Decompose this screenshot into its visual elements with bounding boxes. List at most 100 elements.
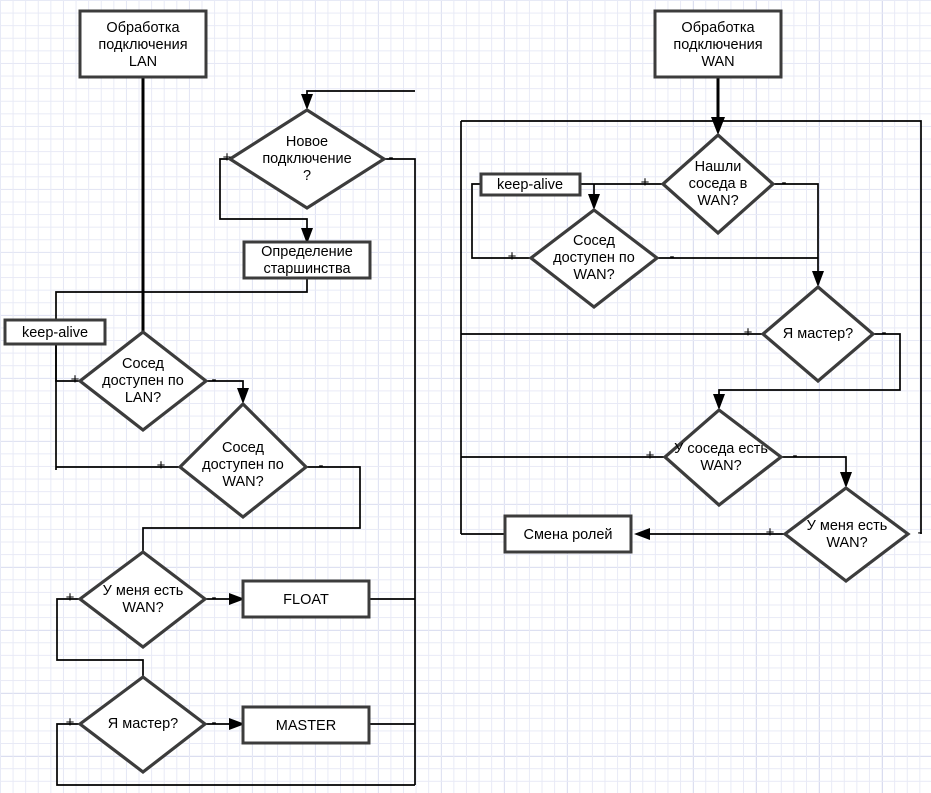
edge-am-master-yes [56, 723, 415, 786]
edge-wan-outer-rail-right [461, 120, 922, 534]
wan-edges [460, 77, 922, 540]
lan-am-master-diamond[interactable] [77, 674, 208, 775]
lan-have-wan-line1: У меня есть [103, 583, 184, 599]
wan-shapes: Обработка подключения WAN Нашли соседа в… [479, 9, 923, 584]
lan-am-master-yes-label: + [66, 714, 75, 731]
edge-new-connection-yes [219, 158, 308, 234]
wan-keepalive-box[interactable] [479, 172, 582, 197]
wan-found-neighbor-line2: соседа в [689, 176, 748, 192]
lan-neighbor-wan-line3: WAN? [222, 474, 263, 490]
wan-neighbor-has-wan-no-label: - [793, 447, 798, 464]
wan-am-master-yes-label: + [744, 324, 753, 341]
lan-neighbor-wan-diamond[interactable] [177, 401, 309, 520]
wan-i-have-wan-line1: У меня есть [807, 518, 888, 534]
arrowhead-new-connection-top [301, 94, 313, 110]
lan-shapes: Обработка подключения LAN Новое подключе… [3, 9, 394, 775]
wan-keepalive-label: keep-alive [497, 177, 563, 193]
wan-neighbor-wan-no-label: - [670, 248, 675, 265]
arrowhead-master [229, 718, 245, 730]
lan-seniority-line2: старшинства [263, 261, 351, 277]
edge-found-neighbor-no [773, 183, 819, 276]
wan-found-neighbor-diamond[interactable] [660, 132, 776, 236]
arrowhead-found-neighbor [711, 117, 725, 135]
lan-have-wan-line2: WAN? [122, 600, 163, 616]
lan-new-connection-yes-label: + [223, 149, 232, 166]
wan-neighbor-has-wan-diamond[interactable] [662, 407, 784, 508]
lan-keepalive-box[interactable] [3, 318, 107, 346]
arrowhead-seniority [301, 228, 313, 244]
arrowhead-wan-neighbor [588, 194, 600, 210]
edge-loop-to-new-connection [306, 90, 415, 99]
wan-role-change-box[interactable] [503, 514, 633, 554]
wan-i-have-wan-yes-label: + [766, 524, 775, 541]
lan-have-wan-yes-label: + [66, 589, 75, 606]
lan-edges [55, 77, 416, 786]
lan-master-box[interactable] [241, 705, 371, 745]
wan-am-master-diamond[interactable] [760, 284, 876, 384]
lan-am-master-no-label: - [212, 714, 217, 731]
lan-new-connection-no-label: - [389, 149, 394, 166]
wan-found-neighbor-line3: WAN? [697, 193, 738, 209]
arrowhead-neighbor-wan [237, 388, 249, 404]
edge-keepalive-wan-loop [471, 183, 531, 259]
wan-neighbor-wan-line1: Сосед [573, 233, 616, 249]
wan-i-have-wan-line2: WAN? [826, 535, 867, 551]
lan-neighbor-wan-yes-label: + [157, 457, 166, 474]
edge-neighbor-wan-no [142, 466, 361, 588]
arrowhead-float [229, 593, 245, 605]
wan-i-have-wan-diamond[interactable] [782, 486, 911, 584]
lan-start-box[interactable] [78, 9, 208, 79]
lan-new-connection-line2: подключение [262, 151, 351, 167]
wan-neighbor-wan-diamond[interactable] [528, 207, 660, 310]
lan-neighbor-wan-line2: доступен по [202, 457, 284, 473]
wan-neighbor-wan-yes-label: + [508, 248, 517, 265]
wan-am-master-line1: Я мастер? [783, 326, 853, 342]
lan-new-connection-line1: Новое [286, 134, 328, 150]
lan-float-label: FLOAT [283, 592, 329, 608]
lan-start-line3: LAN [129, 54, 157, 70]
edge-new-connection-no [384, 158, 416, 785]
wan-am-master-no-label: - [882, 324, 887, 341]
lan-new-connection-diamond[interactable] [227, 108, 387, 210]
lan-seniority-line1: Определение [261, 244, 353, 260]
lan-neighbor-lan-line1: Сосед [122, 356, 165, 372]
wan-neighbor-has-wan-yes-label: + [646, 447, 655, 464]
edge-keepalive-lan-to-neighbor [55, 343, 80, 382]
lan-new-connection-line3: ? [303, 168, 311, 184]
arrowhead-role-change [634, 528, 650, 540]
lan-seniority-box[interactable] [242, 240, 372, 280]
wan-neighbor-wan-line3: WAN? [573, 267, 614, 283]
wan-found-neighbor-no-label: - [782, 174, 787, 191]
arrowhead-wan-am-master [812, 271, 824, 287]
wan-role-change-label: Смена ролей [523, 527, 612, 543]
edge-wan-am-master-no [718, 333, 901, 400]
lan-start-line2: подключения [98, 37, 187, 53]
lan-float-box[interactable] [241, 579, 371, 619]
lan-have-wan-diamond[interactable] [77, 549, 208, 650]
arrowhead-i-have-wan [840, 472, 852, 488]
lan-keepalive-label: keep-alive [22, 325, 88, 341]
lan-neighbor-lan-line2: доступен по [102, 373, 184, 389]
wan-neighbor-has-wan-line1: У соседа есть [674, 441, 768, 457]
lan-am-master-line1: Я мастер? [108, 716, 178, 732]
wan-neighbor-wan-line2: доступен по [553, 250, 635, 266]
lan-start-line1: Обработка [106, 20, 180, 36]
lan-master-label: MASTER [276, 718, 336, 734]
lan-neighbor-lan-yes-label: + [71, 371, 80, 388]
edge-neighbor-has-wan-no [781, 456, 847, 478]
wan-start-box[interactable] [653, 9, 783, 79]
arrowhead-neighbor-has-wan [713, 394, 725, 410]
wan-start-line3: WAN [701, 54, 734, 70]
wan-start-line1: Обработка [681, 20, 755, 36]
lan-neighbor-wan-line1: Сосед [222, 440, 265, 456]
wan-found-neighbor-line1: Нашли [695, 159, 742, 175]
wan-i-have-wan-no-label: - [918, 524, 923, 541]
wan-found-neighbor-yes-label: + [641, 174, 650, 191]
lan-neighbor-lan-diamond[interactable] [77, 329, 209, 433]
lan-neighbor-wan-no-label: - [319, 457, 324, 474]
lan-neighbor-lan-no-label: - [212, 371, 217, 388]
lan-have-wan-no-label: - [212, 589, 217, 606]
lan-neighbor-lan-line3: LAN? [125, 390, 161, 406]
